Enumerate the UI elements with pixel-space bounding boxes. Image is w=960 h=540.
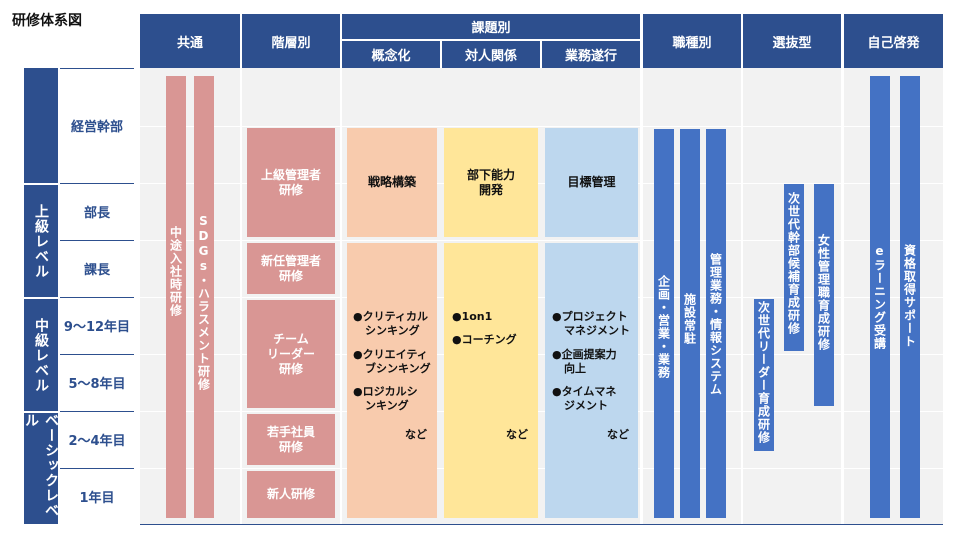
header-selection: 選抜型 xyxy=(743,14,841,68)
group-intermediate: 中級レベル xyxy=(24,299,58,411)
bottom-line xyxy=(140,524,943,525)
next-gen-leader-bar: 次世代リーダー育成研修 xyxy=(754,299,774,451)
etc-label: など xyxy=(607,428,629,441)
job-admin-it-bar: 管理業務・情報システム xyxy=(706,129,726,518)
list-item: ●企画提案力 向上 xyxy=(552,347,617,375)
row-divider xyxy=(140,411,943,412)
row-label-line xyxy=(60,68,134,69)
page-title: 研修体系図 xyxy=(12,13,82,29)
issue-interpersonal-list: ●1on1 ●コーチング xyxy=(452,310,534,357)
header-tier: 階層別 xyxy=(242,14,340,68)
issue-strategy-building: 戦略構築 xyxy=(347,128,437,237)
header-issue-concept: 概念化 xyxy=(342,41,440,68)
list-item: ●ロジカルシ ンキング xyxy=(353,385,418,413)
issue-interpersonal-list-box xyxy=(444,243,538,518)
list-item: ●コーチング xyxy=(452,333,517,347)
sdgs-harassment-bar: SDGs・ハラスメント研修 xyxy=(194,76,214,518)
issue-concept-list-box xyxy=(347,243,437,518)
issue-execution-list-box xyxy=(545,243,638,518)
row-label-line xyxy=(60,468,134,469)
job-planning-sales-bar: 企画・営業・業務 xyxy=(654,129,674,518)
tier-young-employee: 若手社員 研修 xyxy=(247,414,335,465)
row-label-line xyxy=(60,354,134,355)
group-basic: ベーシックレベル xyxy=(23,413,59,524)
row-divider xyxy=(140,183,943,184)
certification-support-bar: 資格取得サポート xyxy=(900,76,920,518)
column-self-bg xyxy=(844,68,943,524)
header-common: 共通 xyxy=(140,14,240,68)
list-item: ●タイムマネ ジメント xyxy=(552,385,617,413)
etc-label: など xyxy=(405,428,427,441)
issue-subordinate-development: 部下能力 開発 xyxy=(444,128,538,237)
row-label-manager: 課長 xyxy=(83,263,110,278)
group-executive-blank xyxy=(24,68,58,183)
header-self-development: 自己啓発 xyxy=(844,14,943,68)
header-issue: 課題別 xyxy=(342,14,640,39)
row-label-line xyxy=(60,297,134,298)
list-item: ●プロジェクト マネジメント xyxy=(552,310,630,338)
issue-concept-list: ●クリティカル シンキング ●クリエイティ ブシンキング ●ロジカルシ ンキング xyxy=(353,310,435,423)
row-label-1-year: 1年目 xyxy=(79,490,115,506)
column-common-bg xyxy=(140,68,240,524)
row-label-line xyxy=(60,240,134,241)
list-item: ●クリエイティ ブシンキング xyxy=(353,347,431,375)
job-facility-onsite-bar: 施設常駐 xyxy=(680,129,700,518)
row-label-5-8-years: 5〜8年目 xyxy=(68,377,126,392)
row-divider xyxy=(140,468,943,469)
row-label-executive: 経営幹部 xyxy=(70,120,123,135)
mid-career-onboarding-bar: 中途入社時研修 xyxy=(166,76,186,518)
row-label-2-4-years: 2〜4年目 xyxy=(68,434,126,449)
tier-team-leader: チーム リーダー 研修 xyxy=(247,300,335,408)
issue-execution-list: ●プロジェクト マネジメント ●企画提案力 向上 ●タイムマネ ジメント xyxy=(552,310,636,423)
elearning-bar: eラーニング受講 xyxy=(870,76,890,518)
row-divider xyxy=(140,126,943,127)
row-label-9-12-years: 9〜12年目 xyxy=(63,320,131,335)
row-label-line xyxy=(60,411,134,412)
list-item: ●1on1 xyxy=(452,310,493,323)
row-divider xyxy=(140,240,943,241)
row-label-line xyxy=(60,183,134,184)
issue-goal-management: 目標管理 xyxy=(545,128,638,237)
etc-label: など xyxy=(506,428,528,441)
next-gen-executive-bar: 次世代幹部候補育成研修 xyxy=(784,184,804,351)
header-job: 職種別 xyxy=(643,14,741,68)
row-label-director: 部長 xyxy=(83,206,110,221)
header-issue-interpersonal: 対人関係 xyxy=(442,41,540,68)
row-divider xyxy=(140,354,943,355)
row-divider xyxy=(140,297,943,298)
header-issue-execution: 業務遂行 xyxy=(542,41,640,68)
tier-new-manager: 新任管理者 研修 xyxy=(247,243,335,294)
group-advanced: 上級レベル xyxy=(24,185,58,297)
female-manager-bar: 女性管理職育成研修 xyxy=(814,184,834,406)
list-item: ●クリティカル シンキング xyxy=(353,310,428,338)
tier-senior-manager: 上級管理者 研修 xyxy=(247,128,335,237)
tier-new-hire: 新人研修 xyxy=(247,471,335,518)
